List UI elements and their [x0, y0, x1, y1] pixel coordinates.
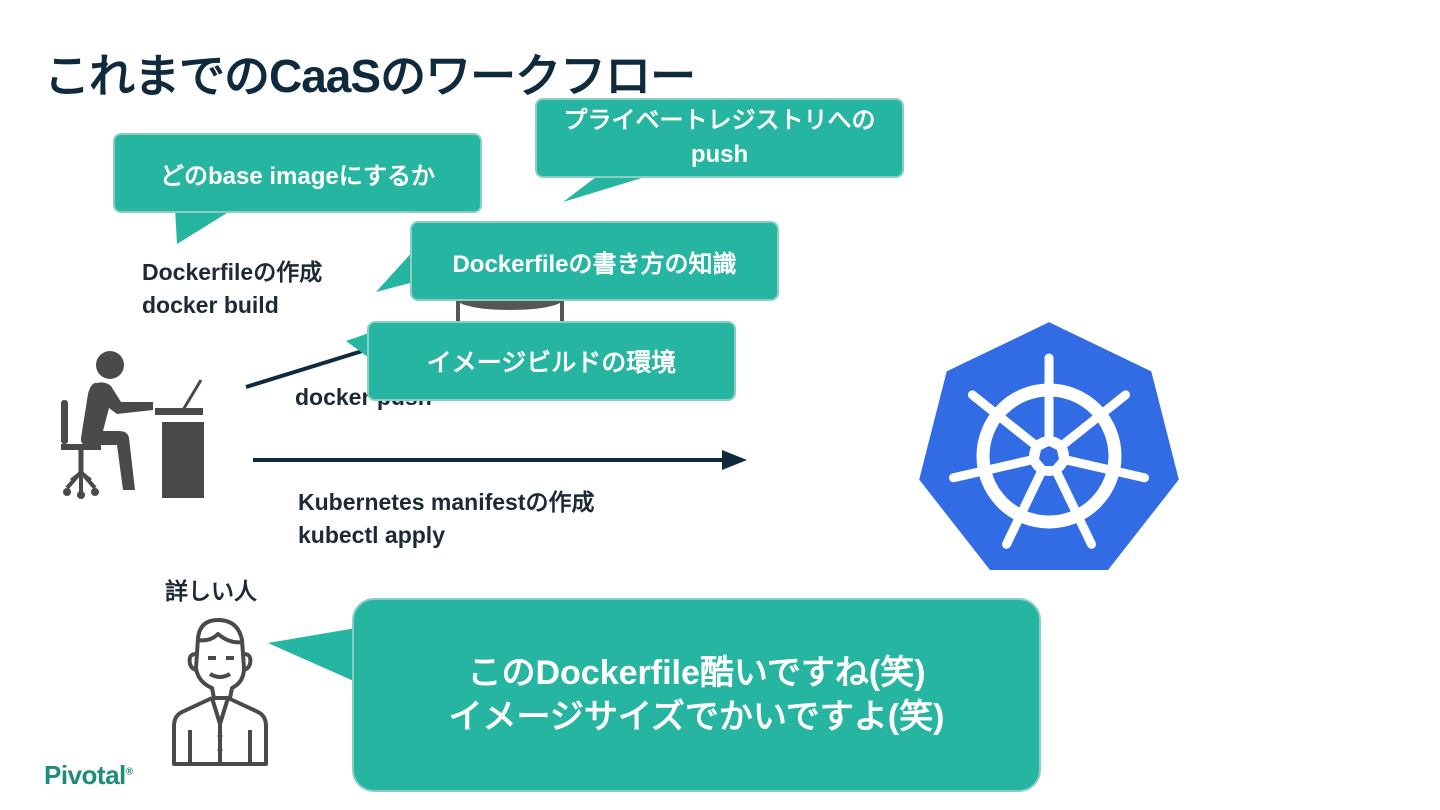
pivotal-logo: Pivotal®	[44, 760, 133, 790]
registry-bubble-tail	[563, 174, 655, 202]
person-at-desk-icon	[61, 351, 204, 499]
expert-bubble-tail	[268, 628, 356, 682]
slide-title: これまでのCaaSのワークフロー	[44, 50, 696, 102]
registry-bubble: プライベートレジストリへの push	[535, 98, 904, 178]
registry-text-line1: プライベートレジストリへの	[563, 107, 876, 134]
kubectl-apply-label: kubectl apply	[298, 522, 445, 548]
kubernetes-icon	[915, 318, 1183, 574]
expert-label: 詳しい人	[165, 578, 257, 604]
expert-comment-line2: イメージサイズでかいですよ(笑)	[448, 698, 945, 736]
registry-text-line2: push	[690, 141, 749, 168]
pivotal-logo-text: Pivotal	[44, 760, 126, 790]
build-env-text: イメージビルドの環境	[426, 349, 677, 377]
expert-comment-line1: このDockerfile酷いですね(笑)	[467, 654, 926, 692]
base-image-text: どのbase imageにするか	[160, 162, 435, 190]
base-image-bubble: どのbase imageにするか	[113, 133, 482, 213]
base-image-bubble-tail	[175, 208, 235, 244]
apply-arrow-head	[722, 450, 747, 470]
build-env-bubble-tail	[346, 332, 372, 360]
push-arrow-line	[245, 346, 373, 389]
dockerfile-knowledge-text: Dockerfileの書き方の知識	[452, 250, 737, 278]
dockerfile-knowledge-bubble: Dockerfileの書き方の知識	[410, 221, 779, 301]
expert-comment-bubble: このDockerfile酷いですね(笑) イメージサイズでかいですよ(笑)	[352, 598, 1041, 792]
dockerfile-create-label: Dockerfileの作成	[142, 259, 323, 285]
docker-build-label: docker build	[142, 292, 279, 318]
expert-person-icon	[172, 618, 268, 766]
manifest-create-label: Kubernetes manifestの作成	[298, 489, 595, 515]
build-env-bubble: イメージビルドの環境	[367, 321, 736, 401]
dockerfile-knowledge-bubble-tail	[376, 250, 414, 292]
